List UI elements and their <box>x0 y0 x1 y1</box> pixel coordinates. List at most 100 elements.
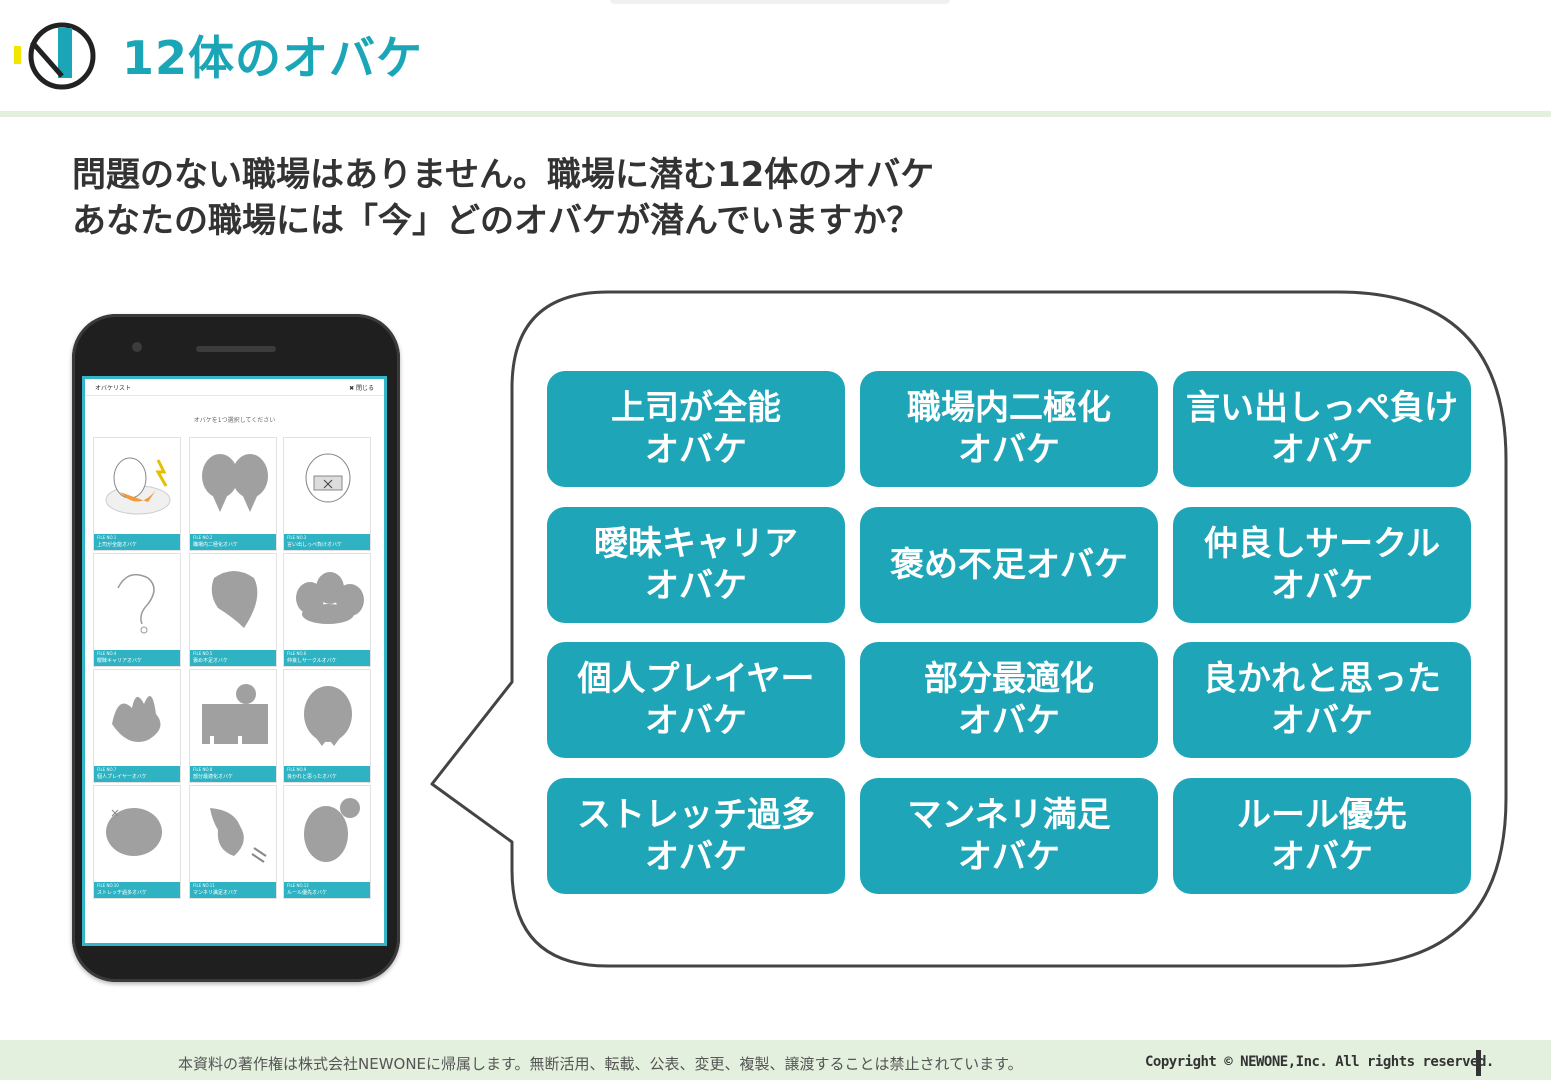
ghost-card[interactable]: FILE NO.10 ストレッチ過多オバケ <box>93 785 181 899</box>
ghost-illustration-icon <box>304 686 352 746</box>
ghost-tile: マンネリ満足オバケ <box>860 778 1158 894</box>
ghost-card-number: FILE NO.7 <box>97 767 117 772</box>
ghost-card-name: 褒め不足オバケ <box>193 658 229 664</box>
ghost-card[interactable]: FILE NO.3 言い出しっぺ負けオバケ <box>283 437 371 551</box>
ghost-card[interactable]: FILE NO.11 マンネリ満足オバケ <box>189 785 277 899</box>
ghost-card-label: FILE NO.10 ストレッチ過多オバケ <box>94 882 180 898</box>
ghost-tile-line2: オバケ <box>645 430 747 470</box>
screen-hint: オバケを1つ選択してください <box>193 417 276 424</box>
ghost-card-label: FILE NO.3 言い出しっぺ負けオバケ <box>284 534 370 550</box>
ghost-card[interactable]: FILE NO.6 仲良しサークルオバケ <box>283 553 371 667</box>
ghost-tile-line2: オバケ <box>1271 430 1373 470</box>
ghost-card-number: FILE NO.12 <box>287 883 309 888</box>
ghost-card-name: 良かれと思ったオバケ <box>287 774 338 780</box>
ghost-tile-line2: オバケ <box>1271 701 1373 741</box>
ghost-card[interactable]: FILE NO.12 ルール優先オバケ <box>283 785 371 899</box>
ghost-card-name: 仲良しサークルオバケ <box>287 658 337 664</box>
ghost-tile-line1: ストレッチ過多 <box>577 795 815 835</box>
subtitle-line-2: あなたの職場には「今」どのオバケが潜んでいますか？ <box>72 201 921 241</box>
newone-logo-icon <box>14 22 96 90</box>
ghost-card[interactable]: FILE NO.1 上司が全能オバケ <box>93 437 181 551</box>
ghost-card-number: FILE NO.6 <box>287 651 307 656</box>
ghost-card-number: FILE NO.1 <box>97 535 117 540</box>
ghost-tile-line2: オバケ <box>645 701 747 741</box>
camera-icon <box>132 342 142 352</box>
ghost-tile: 仲良しサークルオバケ <box>1173 507 1471 623</box>
subtitle-line-1: 問題のない職場はありません。職場に潜む12体のオバケ <box>72 155 935 195</box>
ghost-tile-line1: 曖昧キャリア <box>594 524 798 564</box>
ghost-illustration-icon <box>105 457 171 515</box>
ghost-card-name: マンネリ満足オバケ <box>193 890 238 896</box>
ghost-tile-line1: 職場内二極化 <box>907 388 1111 428</box>
ghost-tile-line1: 言い出しっぺ負け <box>1186 388 1458 428</box>
ghost-tile-line2: オバケ <box>1271 837 1373 877</box>
ghost-card-number: FILE NO.10 <box>97 883 119 888</box>
ghost-tile: ストレッチ過多オバケ <box>547 778 845 894</box>
ghost-illustration-icon <box>106 808 162 856</box>
ghost-card-number: FILE NO.4 <box>97 651 117 656</box>
ghost-tile: ルール優先オバケ <box>1173 778 1471 894</box>
ghost-illustration-icon <box>305 453 351 503</box>
ghost-card[interactable]: FILE NO.5 褒め不足オバケ <box>189 553 277 667</box>
ghost-card[interactable]: FILE NO.9 良かれと思ったオバケ <box>283 669 371 783</box>
footer: 本資料の著作権は株式会社NEWONEに帰属します。無断活用、転載、公表、変更、複… <box>0 1040 1551 1080</box>
ghost-card-label: FILE NO.11 マンネリ満足オバケ <box>190 882 276 898</box>
ghost-tile: 上司が全能オバケ <box>547 371 845 487</box>
ghost-card-name: 職場内二極化オバケ <box>193 542 239 548</box>
ghost-tile: 曖昧キャリアオバケ <box>547 507 845 623</box>
screen-header: オバケリスト ✖ 閉じる <box>85 379 384 396</box>
ghost-card-label: FILE NO.12 ルール優先オバケ <box>284 882 370 898</box>
ghost-card-number: FILE NO.8 <box>193 767 213 772</box>
page-title: 12体のオバケ <box>122 31 424 85</box>
ghost-card-name: ストレッチ過多オバケ <box>97 890 148 896</box>
ghost-illustration-icon <box>202 454 268 512</box>
ghost-card-label: FILE NO.5 褒め不足オバケ <box>190 650 276 666</box>
ghost-tile: 良かれと思ったオバケ <box>1173 642 1471 758</box>
ghost-tile-line1: ルール優先 <box>1237 795 1407 835</box>
ghost-tile-line1: 良かれと思った <box>1203 659 1441 699</box>
copyright-text: Copyright © NEWONE,Inc. All rights reser… <box>1145 1054 1494 1070</box>
ghost-illustration-icon <box>117 573 155 634</box>
ghost-card-number: FILE NO.5 <box>193 651 213 656</box>
ghost-card-name: 言い出しっぺ負けオバケ <box>287 542 343 548</box>
ghost-card-number: FILE NO.9 <box>287 767 307 772</box>
ghost-card-name: ルール優先オバケ <box>287 890 328 896</box>
header-divider <box>0 111 1551 117</box>
ghost-illustration-icon <box>296 572 364 624</box>
ghost-illustration-icon <box>210 808 267 863</box>
ghost-tile-line2: オバケ <box>645 566 747 606</box>
ghost-card-name: 部分最適化オバケ <box>193 774 234 780</box>
ghost-tile: 言い出しっぺ負けオバケ <box>1173 371 1471 487</box>
ghost-tile: 個人プレイヤーオバケ <box>547 642 845 758</box>
ghost-card-label: FILE NO.1 上司が全能オバケ <box>94 534 180 550</box>
header: 12体のオバケ <box>0 0 1551 112</box>
ghost-tile-line1: 褒め不足オバケ <box>890 545 1128 585</box>
ghost-card-number: FILE NO.11 <box>193 883 215 888</box>
ghost-illustration-icon <box>202 684 268 746</box>
ghost-card-label: FILE NO.9 良かれと思ったオバケ <box>284 766 370 782</box>
screen-title: オバケリスト <box>95 385 132 392</box>
smartphone-mockup: オバケリスト ✖ 閉じる オバケを1つ選択してください FILE NO.1 上司が… <box>72 314 400 982</box>
ghost-tile: 褒め不足オバケ <box>860 507 1158 623</box>
subtitle: 問題のない職場はありません。職場に潜む12体のオバケ あなたの職場には「今」どの… <box>72 152 934 244</box>
ghost-tile: 職場内二極化オバケ <box>860 371 1158 487</box>
top-tab <box>610 0 950 4</box>
footer-bar <box>1476 1050 1481 1076</box>
ghost-card-label: FILE NO.6 仲良しサークルオバケ <box>284 650 370 666</box>
close-button[interactable]: ✖ 閉じる <box>349 385 374 392</box>
ghost-card-name: 上司が全能オバケ <box>97 542 138 548</box>
ghost-tile-line1: 個人プレイヤー <box>577 659 815 699</box>
ghost-tile-line2: オバケ <box>1271 566 1373 606</box>
ghost-card[interactable]: FILE NO.8 部分最適化オバケ <box>189 669 277 783</box>
ghost-card-number: FILE NO.3 <box>287 535 307 540</box>
ghost-tile-line2: オバケ <box>958 430 1060 470</box>
ghost-tile-line2: オバケ <box>645 837 747 877</box>
copyright-notice: 本資料の著作権は株式会社NEWONEに帰属します。無断活用、転載、公表、変更、複… <box>178 1055 1023 1073</box>
speaker-grille <box>196 346 276 352</box>
